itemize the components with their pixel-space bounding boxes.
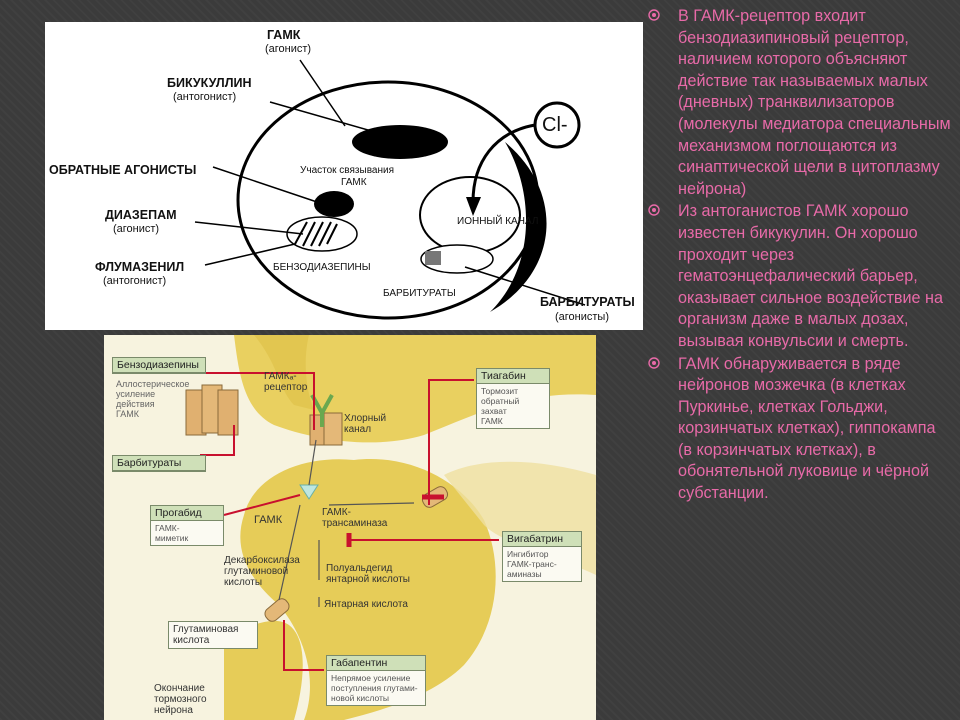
circle-target-bullet-icon (648, 356, 660, 369)
gabapentin-box: Габапентин Непрямое усиление поступления… (326, 655, 426, 706)
chloride-channel-label: Хлорный канал (344, 413, 387, 435)
barbiturates-box: Барбитураты (112, 455, 206, 472)
semialdehyde-label: Полуальдегид янтарной кислоты (326, 563, 410, 585)
gaba-role: (агонист) (265, 43, 312, 55)
benzodiazepines-box-text: Аллостерическое усиление действия ГАМК (116, 379, 190, 419)
ion-channel-label: ИОННЫЙ КАНАЛ (457, 216, 539, 227)
barbiturates-role: (агонисты) (555, 311, 609, 323)
decarboxylase-label: Декарбоксилаза глутаминовой кислоты (224, 555, 300, 588)
binding-site-label-2: ГАМК (341, 177, 367, 188)
gaba-label-bottom: ГАМК (254, 514, 283, 526)
vigabatrin-box: Вигабатрин Ингибитор ГАМК-транс- аминазы (502, 531, 582, 582)
flumazenil-label: ФЛУМАЗЕНИЛ (95, 260, 185, 274)
progabide-box-title: Прогабид (151, 506, 223, 521)
benzodiazepines-box: Бензодиазепины (112, 357, 206, 374)
gaba-receptor-diagram: ГАМК (агонист) БИКУКУЛЛИН (антогонист) О… (45, 22, 643, 330)
barbiturates-box-title: Барбитураты (113, 456, 205, 471)
presynaptic-terminal (240, 459, 496, 720)
binding-site-label-1: Участок связывания (300, 165, 394, 176)
receptor-label: ГАМКₐ- рецептор (264, 371, 308, 393)
synapse-illustration (185, 335, 596, 720)
flumazenil-role: (антогонист) (103, 275, 167, 287)
inverse-agonist-site (314, 191, 354, 217)
barbiturates-inner-label: БАРБИТУРАТЫ (383, 288, 456, 299)
transaminase-label: ГАМК- трансаминаза (322, 507, 388, 529)
tiagabine-box-text: Тормозит обратный захват ГАМК (481, 386, 520, 426)
barbiturate-dots (425, 251, 441, 265)
inverse-agonists-label: ОБРАТНЫЕ АГОНИСТЫ (49, 163, 197, 177)
gabapentin-box-text: Непрямое усиление поступления глутами- н… (331, 673, 418, 703)
bullet-text: В ГАМК-рецептор входит бензодиазипиновый… (678, 7, 951, 198)
bullet-item: Из антоганистов ГАМК хорошо известен бик… (648, 201, 954, 352)
bicuculline-label: БИКУКУЛЛИН (167, 76, 252, 90)
channel-crescent (490, 142, 547, 312)
red-links (200, 372, 499, 671)
progabide-box: Прогабид ГАМК- миметик (150, 505, 224, 546)
diazepam-label: ДИАЗЕПАМ (105, 208, 177, 222)
receptor-cylinders (185, 384, 343, 446)
chloride-arrow (471, 123, 536, 203)
glutamic-acid-label: Глутаминовая кислота (168, 621, 258, 649)
succinic-acid-label: Янтарная кислота (324, 599, 408, 610)
diazepam-role: (агонист) (113, 223, 160, 235)
flow-arrows (278, 439, 415, 607)
benzodiazepine-site (286, 216, 358, 252)
chloride-arrowhead (466, 197, 481, 216)
receptor-y-shape (310, 394, 334, 427)
bullet-list: В ГАМК-рецептор входит бензодиазипиновый… (648, 6, 954, 506)
ion-channel (419, 176, 521, 254)
receptor-body (236, 80, 540, 320)
barbiturates-outer-label: БАРБИТУРАТЫ (540, 295, 635, 309)
gaba-synapse-diagram: Бензодиазепины Аллостерическое усиление … (104, 335, 596, 720)
progabide-box-text: ГАМК- миметик (155, 523, 189, 543)
vigabatrin-box-title: Вигабатрин (503, 532, 581, 547)
bullet-text: ГАМК обнаруживается в ряде нейронов мозж… (678, 354, 936, 503)
bullet-item: В ГАМК-рецептор входит бензодиазипиновый… (648, 6, 954, 200)
gabapentin-box-title: Габапентин (327, 656, 425, 671)
bullet-item: ГАМК обнаруживается в ряде нейронов мозж… (648, 354, 954, 505)
benzodiazepines-box-title: Бензодиазепины (113, 358, 205, 373)
benzodiazepine-hatching (294, 221, 338, 247)
vigabatrin-box-text: Ингибитор ГАМК-транс- аминазы (507, 549, 557, 579)
circle-target-bullet-icon (648, 204, 660, 217)
receptor-schematic (194, 59, 586, 320)
gaba-site (352, 125, 448, 159)
chloride-label: Cl- (542, 114, 568, 136)
tiagabine-box-title: Тиагабин (477, 369, 549, 384)
bicuculline-role: (антогонист) (173, 91, 237, 103)
glutamic-acid-box: Глутаминовая кислота (168, 621, 258, 649)
tiagabine-box: Тиагабин Тормозит обратный захват ГАМК (476, 368, 550, 429)
gaba-label: ГАМК (267, 28, 301, 42)
pointer-lines (194, 59, 586, 306)
glutamate-transporter (264, 598, 290, 622)
bullet-text: Из антоганистов ГАМК хорошо известен бик… (678, 202, 943, 350)
circle-target-bullet-icon (648, 9, 660, 21)
benzodiazepines-label: БЕНЗОДИАЗЕПИНЫ (273, 262, 371, 273)
terminal-label: Окончание тормозного нейрона (154, 683, 207, 716)
